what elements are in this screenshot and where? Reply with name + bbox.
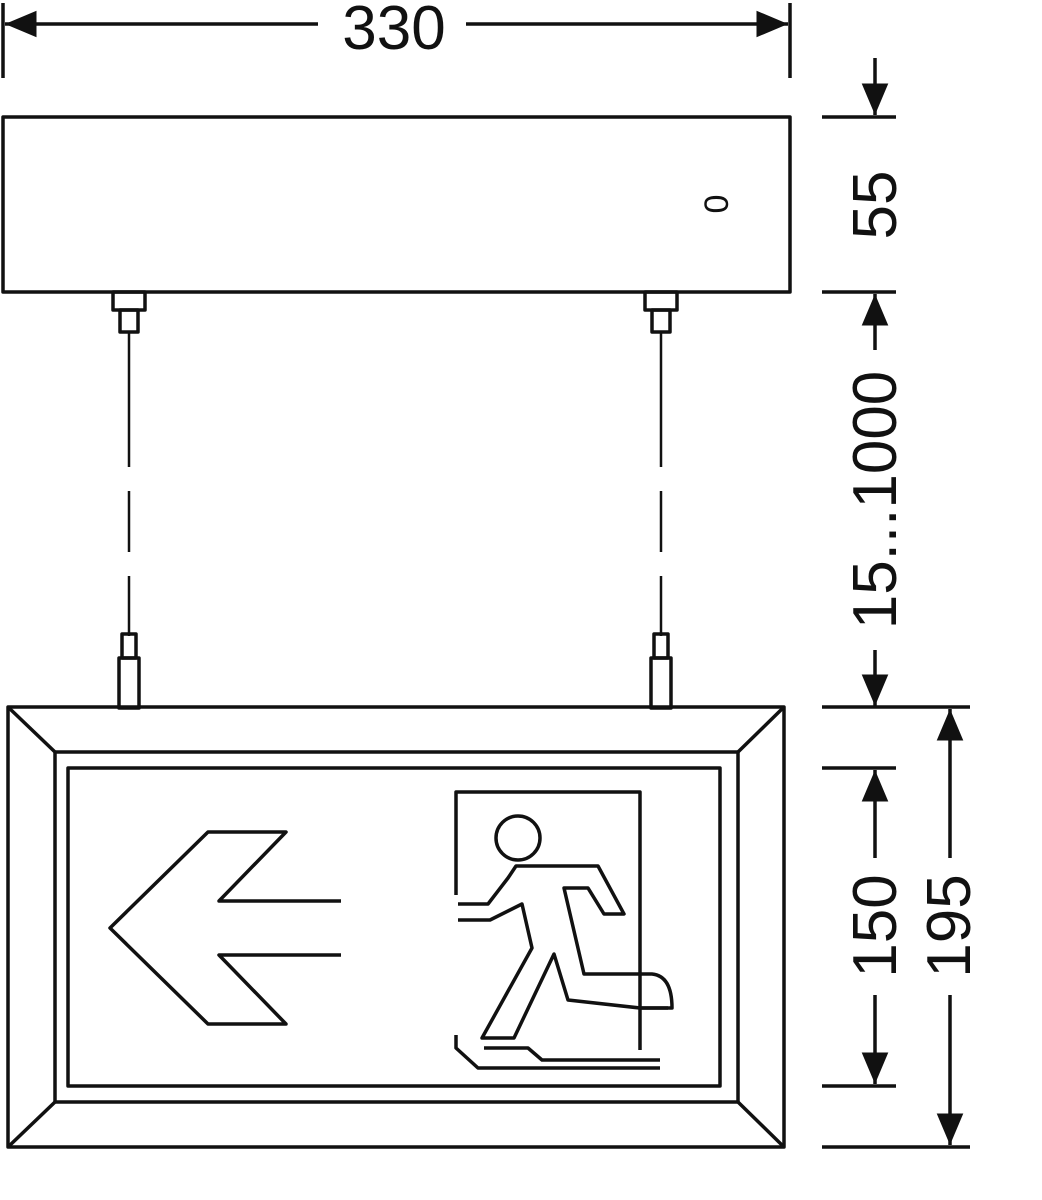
cable-grip-bottom [120, 632, 138, 660]
panel-height-dimension: 195 [915, 709, 984, 1145]
pictogram-height-dimension: 150 [822, 705, 970, 1149]
panel-outer-frame [6, 705, 786, 1149]
housing-outline [1, 115, 792, 294]
cable-mount-top [643, 290, 679, 312]
door-frame [454, 790, 642, 1050]
housing-height-label: 55 [841, 171, 910, 240]
running-man-exit-icon [454, 790, 674, 1070]
cable-grip-top [118, 308, 140, 334]
door-threshold [454, 1035, 660, 1070]
pictogram-window [66, 766, 722, 1088]
housing: 0 [1, 115, 792, 294]
left-arrow-icon [108, 830, 341, 1026]
runner-head [494, 814, 542, 862]
panel-bevel-inner [53, 750, 740, 1104]
panel-height-label: 195 [915, 874, 984, 977]
sign-panel [6, 705, 786, 1149]
suspension-length-label: 15...1000 [841, 371, 910, 630]
cable-grip-bottom [652, 632, 670, 660]
suspension-cable-right [643, 290, 679, 710]
cable-mount-bottom [649, 656, 673, 710]
housing-height-dimension: 55 [822, 58, 910, 294]
indicator-led: 0 [698, 195, 736, 214]
runner-body [458, 864, 674, 1040]
width-label: 330 [342, 0, 445, 63]
cable-grip-top [650, 308, 672, 334]
cable-mount-bottom [117, 656, 141, 710]
pictogram-height-label: 150 [841, 874, 910, 977]
width-dimension: 330 [1, 0, 792, 78]
cable-mount-top [111, 290, 147, 312]
suspension-length-dimension: 15...1000 [841, 294, 910, 706]
door-step [484, 1046, 660, 1062]
suspension-cable-left [111, 290, 147, 710]
